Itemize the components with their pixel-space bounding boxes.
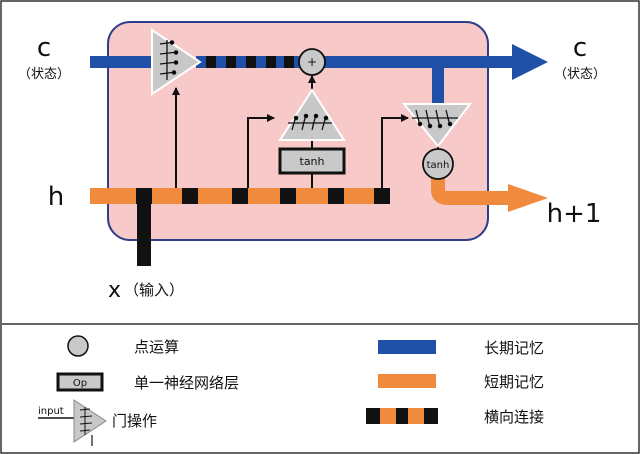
input-x-note: （输入） <box>124 281 184 299</box>
tanh-layer-label: tanh <box>300 155 325 168</box>
legend-gate-label: 门操作 <box>112 412 157 430</box>
tanh-pointwise-op: tanh <box>422 148 454 180</box>
layer-box-icon <box>56 372 104 392</box>
cell-state-out-symbol: c <box>573 33 587 63</box>
hidden-output-line <box>431 176 548 212</box>
short-term-memory-line <box>90 188 390 204</box>
legend-concat-label: 横向连接 <box>484 408 544 426</box>
layer-box-text: Op <box>73 378 87 389</box>
tanh-pointwise-label: tanh <box>427 160 450 171</box>
legend-gate: input 门操作 <box>38 399 157 446</box>
long-term-swatch <box>378 340 436 354</box>
short-term-swatch <box>378 374 436 388</box>
legend-long-term-label: 长期记忆 <box>484 339 544 357</box>
pointwise-circle-icon <box>67 335 89 357</box>
legend-concat: 横向连接 <box>366 408 544 426</box>
tanh-layer: tanh <box>278 147 346 175</box>
legend-short-term-label: 短期记忆 <box>484 373 544 391</box>
output-gate-signal <box>381 114 409 188</box>
legend-pointwise-label: 点运算 <box>134 338 179 356</box>
hidden-out-label: h+1 <box>547 199 602 229</box>
output-gate <box>401 103 473 148</box>
long-term-memory-line <box>90 44 548 108</box>
gate-input-label: input <box>38 406 64 417</box>
input-gate-signal <box>247 114 275 188</box>
cell-state-out-note: （状态） <box>554 67 606 82</box>
legend-short-term: 短期记忆 <box>378 373 544 391</box>
input-x-symbol: x <box>108 278 121 303</box>
legend-long-term: 长期记忆 <box>378 339 544 357</box>
legend-nn-layer: Op 单一神经网络层 <box>56 372 239 392</box>
legend-nn-layer-label: 单一神经网络层 <box>134 374 239 392</box>
input-gate <box>278 88 346 141</box>
input-x-line <box>137 196 151 266</box>
legend-pointwise: 点运算 <box>67 335 179 357</box>
cell-state-in-note: （状态） <box>18 67 70 82</box>
plus-symbol: + <box>307 55 317 69</box>
hidden-in-label: h <box>48 182 64 212</box>
forget-gate <box>151 28 202 96</box>
gate-triangle-icon <box>73 399 107 443</box>
plus-pointwise-op: + <box>298 48 326 76</box>
cell-state-in-symbol: c <box>37 33 51 63</box>
